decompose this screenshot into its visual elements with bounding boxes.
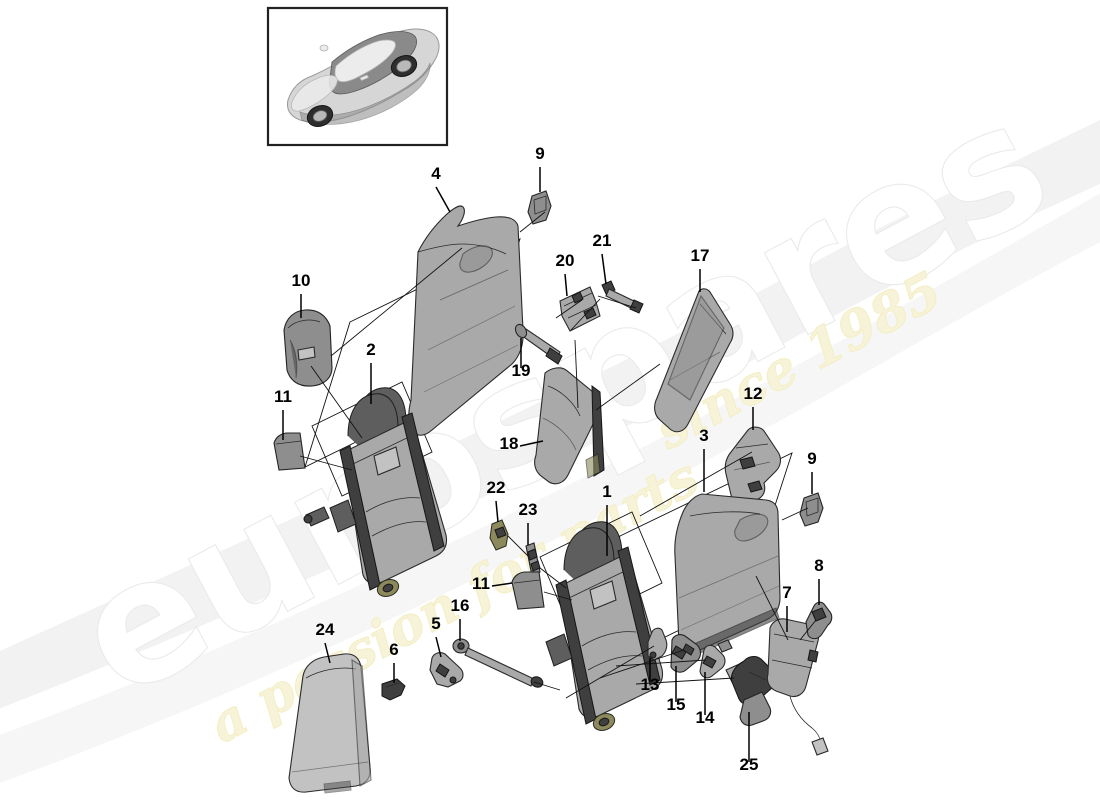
callout-5: 5 xyxy=(431,614,442,658)
callout-number-25: 25 xyxy=(740,755,759,774)
callout-leader-5 xyxy=(435,636,442,658)
callout-number-4: 4 xyxy=(431,164,441,183)
callout-number-1: 1 xyxy=(602,482,611,501)
part-14-lock-mechanism xyxy=(699,639,733,679)
callout-17: 17 xyxy=(691,246,710,292)
callout-number-6: 6 xyxy=(389,640,398,659)
callout-leader-22 xyxy=(495,500,499,523)
part-24-center-armrest xyxy=(288,653,372,794)
part-18-side-cushion xyxy=(534,367,605,485)
part-25-drive-motor xyxy=(725,656,777,727)
callout-number-10: 10 xyxy=(292,271,311,290)
callout-number-9: 9 xyxy=(535,144,544,163)
callout-number-19: 19 xyxy=(512,361,531,380)
callout-number-23: 23 xyxy=(519,500,538,519)
callout-4: 4 xyxy=(431,164,451,213)
callout-22: 22 xyxy=(487,478,506,523)
part-21-bolt xyxy=(601,280,644,314)
callout-number-21: 21 xyxy=(593,231,612,250)
callout-number-5: 5 xyxy=(431,614,440,633)
callout-number-13: 13 xyxy=(641,675,660,694)
callout-leader-4 xyxy=(435,186,451,213)
callout-13: 13 xyxy=(641,658,660,694)
callout-labels-group: 1234567899101111121314151617181920212223… xyxy=(274,144,824,774)
callout-number-11: 11 xyxy=(274,387,292,406)
part-22-latch-small xyxy=(489,519,509,551)
callout-23: 23 xyxy=(519,500,538,545)
callout-number-22: 22 xyxy=(487,478,506,497)
callout-number-17: 17 xyxy=(691,246,710,265)
callout-15: 15 xyxy=(667,666,686,714)
callout-number-24: 24 xyxy=(316,620,335,639)
part-2-backrest-frame-left xyxy=(303,387,448,597)
part-11-trim-cap-right xyxy=(511,571,545,610)
part-9-retainer-clip-upper xyxy=(527,190,552,225)
callout-3: 3 xyxy=(699,426,709,492)
callout-number-8: 8 xyxy=(814,556,823,575)
callout-number-18: 18 xyxy=(500,434,519,453)
callout-number-15: 15 xyxy=(667,695,686,714)
connector-lines xyxy=(299,211,817,699)
callout-11b: 11 xyxy=(472,574,513,593)
part-10-head-restraint xyxy=(283,309,333,387)
part-12-mounting-bracket xyxy=(724,426,781,507)
callout-number-9b: 9 xyxy=(807,449,816,468)
part-8-connector-bracket xyxy=(805,601,833,640)
callout-14: 14 xyxy=(696,672,715,727)
callout-number-20: 20 xyxy=(556,251,575,270)
vehicle-thumbnail xyxy=(266,6,449,147)
callout-16: 16 xyxy=(451,596,470,641)
callout-number-3: 3 xyxy=(699,426,708,445)
callout-20: 20 xyxy=(556,251,575,297)
callout-number-12: 12 xyxy=(744,384,763,403)
part-3-backrest-panel-right xyxy=(674,493,781,655)
callout-leader-18 xyxy=(519,440,544,447)
callout-number-14: 14 xyxy=(696,708,715,727)
part-20-latch-striker xyxy=(559,286,601,332)
part-16-push-rod xyxy=(452,638,544,688)
part-15-latch-body xyxy=(670,634,701,673)
callout-leader-11b xyxy=(491,582,513,587)
callout-6: 6 xyxy=(389,640,399,683)
callout-2: 2 xyxy=(366,340,376,404)
callout-21: 21 xyxy=(593,231,612,285)
part-6-small-clip xyxy=(381,678,406,701)
callout-1: 1 xyxy=(602,482,612,556)
callout-leader-21 xyxy=(601,253,607,285)
part-1-backrest-frame-right xyxy=(545,521,664,731)
callout-12: 12 xyxy=(744,384,763,430)
vehicle-silhouette-icon xyxy=(287,28,440,127)
callout-number-2: 2 xyxy=(366,340,375,359)
callout-7: 7 xyxy=(782,583,792,632)
part-11-trim-cap-left xyxy=(273,432,306,471)
part-13-release-lever xyxy=(647,627,668,661)
watermark-swoosh-secondary xyxy=(0,193,1100,783)
part-4-backrest-panel xyxy=(408,205,524,436)
part-17-rear-trim-panel xyxy=(654,288,734,433)
callout-leader-24 xyxy=(324,642,331,664)
callout-number-7: 7 xyxy=(782,583,791,602)
callout-8: 8 xyxy=(814,556,824,605)
callout-10: 10 xyxy=(292,271,311,318)
callout-leader-20 xyxy=(564,273,568,297)
callout-18: 18 xyxy=(500,434,544,453)
part-23-guide-bar xyxy=(525,542,541,577)
part-9-retainer-clip-lower xyxy=(799,492,824,527)
callout-19: 19 xyxy=(512,338,531,380)
part-19-pin xyxy=(514,323,563,365)
callout-number-16: 16 xyxy=(451,596,470,615)
part-5-bracket xyxy=(429,652,464,688)
callout-25: 25 xyxy=(740,712,759,774)
callout-11: 11 xyxy=(274,387,292,440)
callout-9b: 9 xyxy=(807,449,817,494)
part-7-control-module xyxy=(766,618,829,756)
callout-9: 9 xyxy=(535,144,545,192)
callout-number-11b: 11 xyxy=(472,574,490,593)
callout-24: 24 xyxy=(316,620,335,664)
